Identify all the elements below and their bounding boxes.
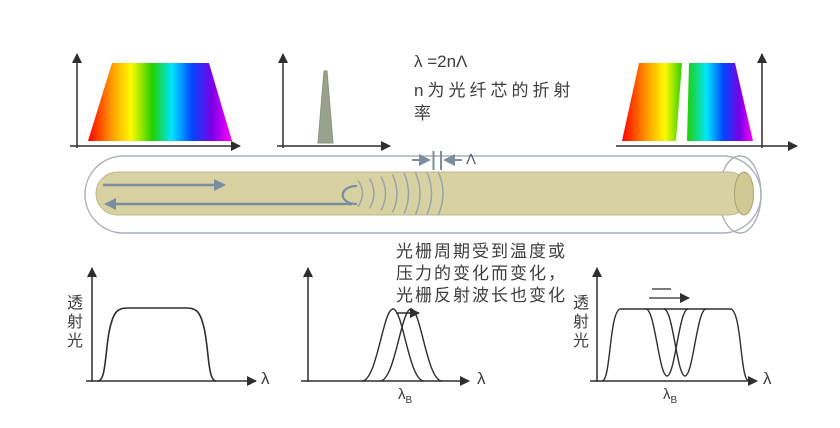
broadband-input-spectrum — [70, 53, 241, 151]
bottom-middle-reflection-chart — [301, 267, 470, 386]
fiber-core-end-face — [734, 171, 754, 216]
reflected-peak-spectrum — [277, 53, 391, 151]
bragg-wavelength-label-right: λB — [663, 386, 677, 406]
grating-fringe — [357, 180, 364, 207]
bragg-formula: λ =2nΛ — [414, 52, 468, 71]
lambda-symbol: λ — [398, 386, 406, 403]
rainbow-spectrum-shape — [88, 63, 232, 141]
x-axis-label-right: λ — [763, 369, 772, 388]
grating-fringe — [368, 178, 375, 209]
lambda-symbol: λ — [663, 386, 671, 403]
lambda-subscript: B — [405, 395, 413, 406]
u-turn-arrow — [341, 184, 358, 206]
rainbow-left-segment — [622, 63, 682, 141]
caption-line1: 光栅周期受到温度或 — [396, 242, 567, 261]
y-axis-label-transmitted-left: 透射光 — [64, 294, 81, 351]
caption-line3: 光栅反射波长也变化 — [396, 286, 567, 305]
notch-curve-shifted — [663, 308, 707, 377]
rainbow-right-segment — [687, 63, 753, 141]
formula-note-line2: 率 — [414, 104, 435, 123]
grating-period-label: Λ — [466, 151, 477, 168]
caption-line2: 压力的变化而变化， — [396, 264, 567, 283]
fiber-core — [95, 171, 751, 216]
grating-fringe — [414, 172, 421, 215]
notch-curve-original — [645, 308, 689, 377]
x-axis-label-middle: λ — [477, 369, 486, 388]
bragg-grating — [357, 172, 444, 215]
lambda-subscript: B — [670, 395, 678, 406]
flat-band-curve — [601, 308, 750, 382]
bragg-wavelength-label-middle: λB — [398, 386, 412, 406]
formula-note-line1: n为光纤芯的折射 — [414, 81, 575, 100]
grating-fringe — [380, 176, 387, 211]
x-axis-label-left: λ — [261, 369, 270, 388]
grating-period-marker — [412, 151, 462, 170]
grating-fringe — [391, 174, 398, 213]
flat-band-curve — [97, 307, 217, 382]
bottom-left-transmission-chart — [86, 267, 257, 386]
peak-curve-shifted — [379, 308, 443, 382]
grating-fringe — [426, 172, 433, 215]
grating-fringe — [403, 172, 410, 215]
bottom-right-transmission-chart — [590, 267, 758, 386]
narrow-peak-shape — [317, 70, 334, 144]
transmitted-notch-spectrum — [616, 53, 798, 151]
grating-fringe — [437, 172, 444, 215]
optical-fiber — [84, 151, 762, 234]
y-axis-label-transmitted-right: 透射光 — [570, 294, 587, 351]
peak-curve-original — [361, 308, 425, 382]
